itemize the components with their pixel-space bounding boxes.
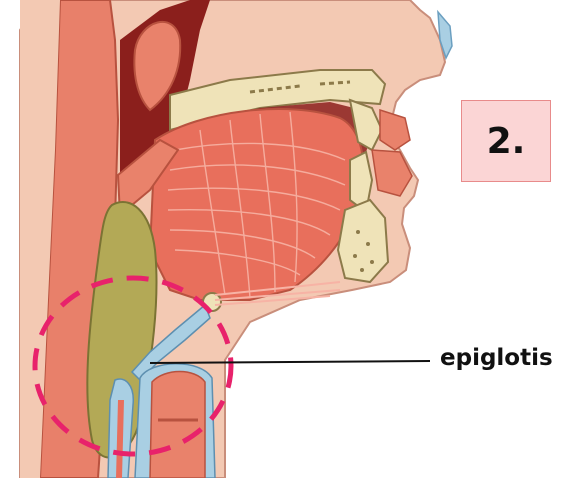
laryngeal-cavity bbox=[150, 372, 205, 478]
step-number: 2. bbox=[487, 121, 526, 162]
step-number-badge: 2. bbox=[461, 100, 551, 182]
epiglotis-label: epiglotis bbox=[440, 345, 553, 371]
